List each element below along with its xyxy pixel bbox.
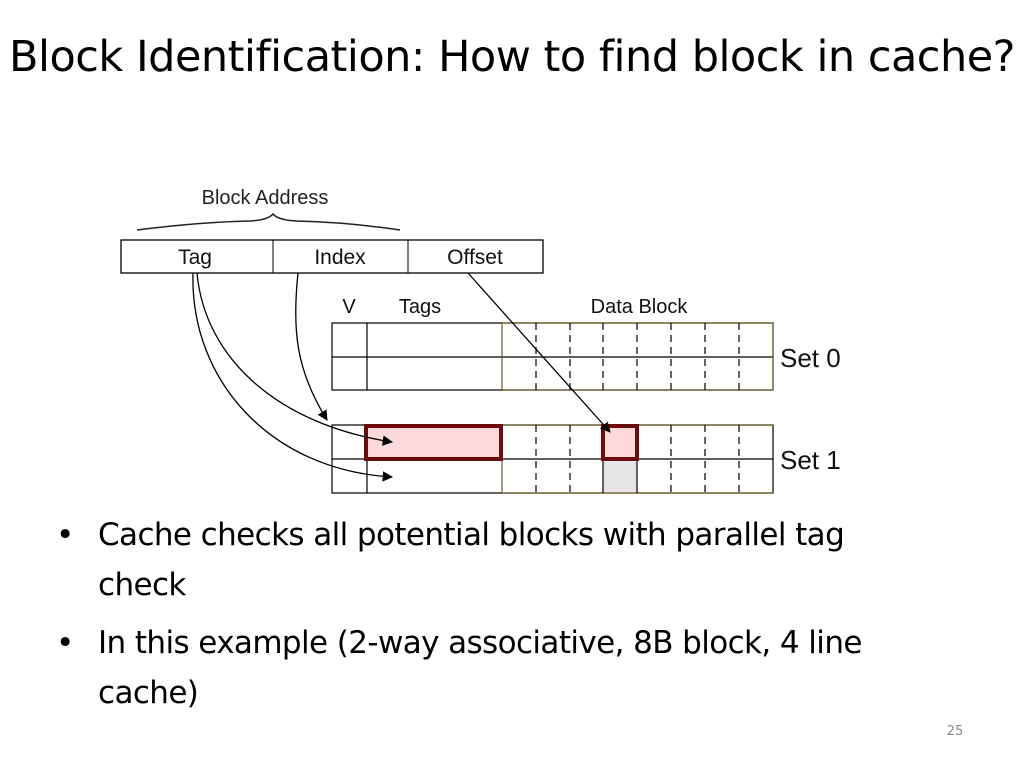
page-number: 25 [946,724,964,739]
bullet-text: In this example (2-way associative, 8B b… [98,625,862,711]
cache-set-0: Set 0 [331,322,841,391]
tag-to-way0-arrow [196,272,394,446]
bullet-item: • Cache checks all potential blocks with… [56,510,956,610]
address-field-index: Index [314,246,366,269]
highlighted-tag [364,424,503,461]
bullet-item: • In this example (2-way associative, 8B… [56,618,956,718]
index-to-set-arrow [295,272,328,421]
column-header-valid: V [342,296,356,318]
set-0-label: Set 0 [780,343,841,373]
column-header-data-block: Data Block [591,296,689,318]
bullet-list: • Cache checks all potential blocks with… [56,510,956,726]
bullet-dot: • [56,517,74,553]
offset-to-byte-arrow [467,272,611,433]
cache-set-1: Set 1 [331,424,841,494]
selected-byte-lower-way [603,459,637,493]
set-1-label: Set 1 [780,445,841,475]
bullet-dot: • [56,625,74,661]
address-fields: Tag Index Offset [120,239,544,274]
slide-title: Block Identification: How to find block … [9,32,1015,82]
address-field-tag: Tag [178,246,212,269]
block-address-brace [136,212,401,231]
address-field-offset: Offset [447,246,503,269]
tag-to-way1-arrow [192,272,394,482]
highlighted-byte [601,424,639,461]
lookup-arrows [192,272,611,482]
block-address-label: Block Address [202,187,329,209]
column-header-tags: Tags [399,296,441,318]
bullet-text: Cache checks all potential blocks with p… [98,517,845,603]
